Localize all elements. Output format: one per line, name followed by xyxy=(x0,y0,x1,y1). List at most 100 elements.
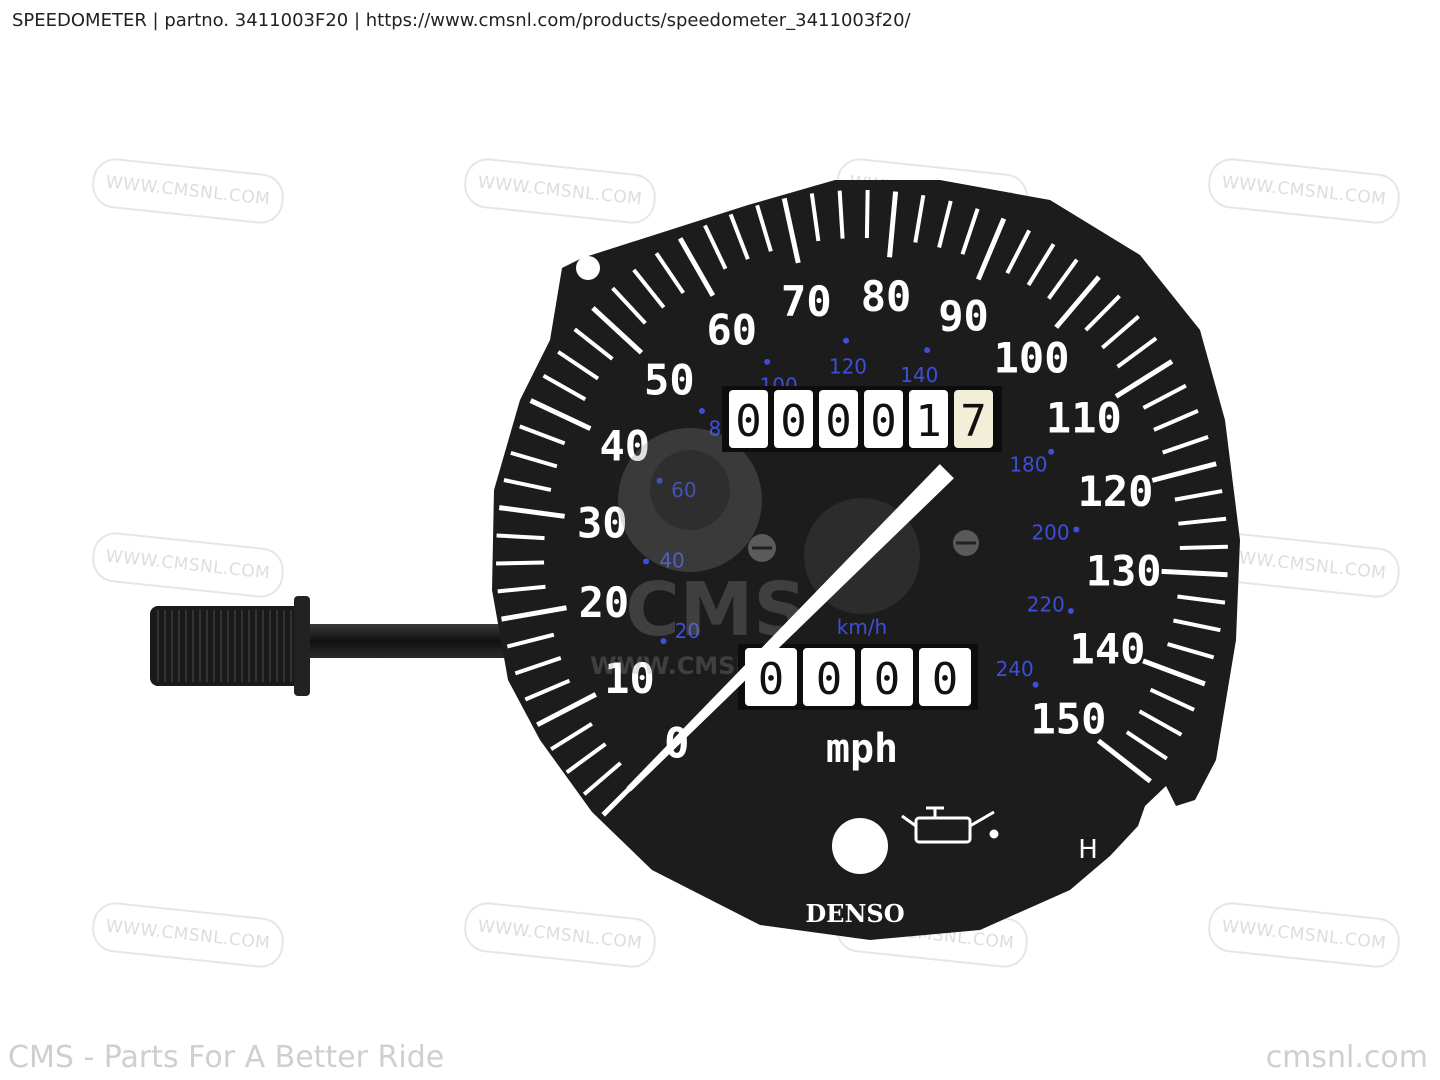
footer-tagline: CMS - Parts For A Better Ride xyxy=(8,1040,445,1075)
mph-scale-label: 100 xyxy=(994,333,1070,382)
kmh-scale-label: 120 xyxy=(829,355,867,379)
tick-mark xyxy=(703,224,728,270)
tick-mark xyxy=(1178,516,1227,526)
mph-unit-label: mph xyxy=(826,726,898,772)
tick-mark xyxy=(565,742,607,774)
kmh-scale-label: 240 xyxy=(996,657,1034,681)
mph-scale-labels: 0102030405060708090100110120130140150 xyxy=(577,272,1162,767)
tick-mark xyxy=(529,398,592,431)
kmh-dot xyxy=(764,358,771,365)
counter-drum xyxy=(861,648,913,706)
drive-cable-shaft xyxy=(150,596,506,696)
counter-drum xyxy=(909,390,948,448)
tick-mark xyxy=(1142,383,1187,410)
counter-digit: 0 xyxy=(932,654,959,705)
mph-scale-label: 140 xyxy=(1070,625,1146,674)
screw-icon xyxy=(748,534,776,562)
tick-mark xyxy=(887,191,899,258)
mph-scale-label: 30 xyxy=(577,498,628,547)
tick-mark xyxy=(514,656,562,676)
counter-drum xyxy=(864,390,903,448)
tick-mark xyxy=(591,306,644,355)
tick-mark xyxy=(1101,314,1140,350)
tick-mark xyxy=(519,424,566,446)
counter-digit: 0 xyxy=(735,396,762,447)
counter-digit: 0 xyxy=(870,396,897,447)
tick-mark xyxy=(632,268,666,309)
mph-scale-label: 60 xyxy=(707,306,758,355)
tick-mark xyxy=(809,193,821,242)
tick-mark xyxy=(755,204,773,252)
tick-mark xyxy=(781,197,801,264)
tick-mark xyxy=(497,584,546,594)
tick-mark xyxy=(557,350,600,381)
kmh-scale-label: 180 xyxy=(1009,452,1047,476)
tick-mark xyxy=(1153,409,1199,432)
tick-mark xyxy=(1177,594,1226,605)
counter-drum xyxy=(819,390,858,448)
kmh-dot xyxy=(643,558,650,565)
tick-mark xyxy=(550,722,593,751)
kmh-dot xyxy=(1048,448,1055,455)
tick-mark xyxy=(1047,258,1079,300)
tick-mark xyxy=(654,252,685,295)
tick-mark xyxy=(582,761,622,796)
footer-site: cmsnl.com xyxy=(1265,1040,1428,1075)
kmh-dot xyxy=(660,638,667,645)
tick-mark xyxy=(1161,568,1228,578)
kmh-dot xyxy=(656,477,663,484)
mounting-hole xyxy=(832,818,888,874)
mph-scale-label: 90 xyxy=(938,291,989,340)
image-caption: SPEEDOMETER | partno. 3411003F20 | https… xyxy=(12,10,911,31)
tick-mark xyxy=(1096,738,1152,784)
mph-scale-label: 80 xyxy=(861,272,912,321)
counter-digit: 7 xyxy=(960,396,987,447)
mph-scale-label: 150 xyxy=(1031,694,1107,743)
tick-mark xyxy=(1172,618,1221,633)
tick-mark xyxy=(503,478,552,492)
tick-mark xyxy=(1138,709,1183,737)
mph-scale-label: 130 xyxy=(1086,546,1162,595)
mounting-hole xyxy=(576,256,600,280)
tick-mark xyxy=(1116,336,1158,369)
mph-scale-label: 20 xyxy=(579,578,630,627)
kmh-dot xyxy=(698,407,705,414)
mph-scale-label: 120 xyxy=(1078,467,1154,516)
kmh-scale-label: 40 xyxy=(659,549,684,573)
tick-mark xyxy=(1114,359,1174,399)
mark-h-label: H xyxy=(1078,835,1098,865)
kmh-scale-label: 220 xyxy=(1027,592,1065,616)
counter-digit: 1 xyxy=(915,396,942,447)
tick-mark xyxy=(542,373,587,402)
tick-mark xyxy=(1179,544,1228,550)
tick-mark xyxy=(1005,229,1031,275)
counter-digit: 0 xyxy=(874,654,901,705)
mph-graduations xyxy=(496,190,1228,817)
tick-mark xyxy=(913,194,926,243)
tick-mark xyxy=(1166,642,1215,660)
tick-mark xyxy=(960,208,980,255)
tick-mark xyxy=(536,692,597,728)
tick-mark xyxy=(524,678,571,702)
kmh-dot xyxy=(1067,607,1074,614)
counter-drum xyxy=(729,390,768,448)
tick-mark xyxy=(573,327,614,361)
tick-mark xyxy=(498,505,565,519)
kmh-dot xyxy=(1032,681,1039,688)
mph-scale-label: 10 xyxy=(604,654,655,703)
tick-mark xyxy=(496,560,545,566)
kmh-unit-label: km/h xyxy=(837,615,887,639)
kmh-scale-label: 140 xyxy=(900,363,938,387)
mph-scale-label: 70 xyxy=(781,277,832,326)
tick-mark xyxy=(506,632,555,649)
kmh-dot xyxy=(843,337,850,344)
oil-can-icon xyxy=(901,806,999,844)
tick-mark xyxy=(496,533,545,541)
tick-mark xyxy=(1026,243,1056,287)
kmh-scale-label: 20 xyxy=(675,619,700,643)
mph-scale-label: 110 xyxy=(1046,394,1122,443)
kmh-scale-label: 200 xyxy=(1031,521,1069,545)
